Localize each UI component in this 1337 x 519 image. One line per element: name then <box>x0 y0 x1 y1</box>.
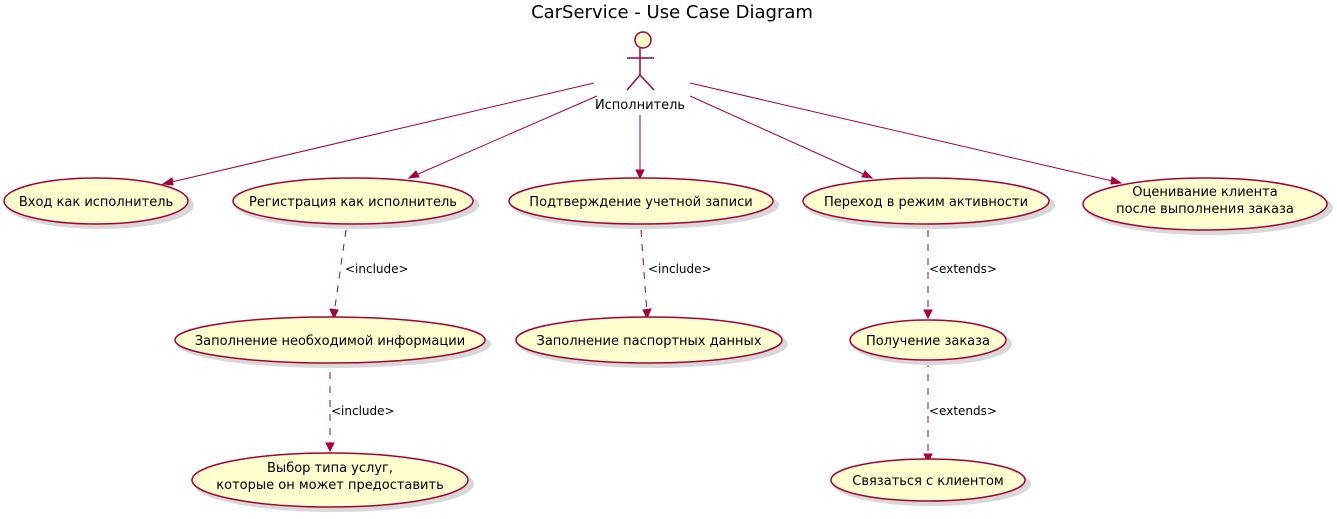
dep-fill-service-label: <include> <box>331 404 395 418</box>
usecase-rate-label-line1: Оценивание клиента <box>1132 185 1277 200</box>
usecase-service-label-line1: Выбор типа услуг, <box>267 461 393 476</box>
assoc-activity <box>689 95 873 179</box>
usecase-fill-info-label: Заполнение необходимой информации <box>195 334 465 349</box>
usecase-rate: Оценивание клиента после выполнения зака… <box>1082 177 1333 235</box>
actor-figure <box>626 31 655 91</box>
usecase-activity-label: Переход в режим активности <box>824 195 1028 210</box>
usecase-register-label: Регистрация как исполнитель <box>249 195 457 210</box>
dep-register-fill-label: <include> <box>345 262 409 276</box>
assoc-register <box>408 95 598 179</box>
usecase-service-label-line2: которые он может предоставить <box>216 478 443 493</box>
dep-confirm-passport <box>640 229 648 315</box>
usecase-rate-label-line2: после выполнения заказа <box>1116 202 1294 217</box>
assoc-login <box>162 82 595 185</box>
dep-activity-order-label: <extends> <box>929 262 997 276</box>
dep-register-fill <box>333 229 347 315</box>
usecase-contact: Связаться с клиентом <box>830 458 1031 506</box>
usecase-contact-label: Связаться с клиентом <box>852 474 1004 489</box>
dep-confirm-passport-label: <include> <box>648 262 712 276</box>
usecase-confirm-label: Подтверждение учетной записи <box>529 195 752 210</box>
diagram-title: CarService - Use Case Diagram <box>531 2 813 23</box>
dep-order-contact-label: <extends> <box>929 404 997 418</box>
usecase-get-order-label: Получение заказа <box>866 334 990 349</box>
usecase-login: Вход как исполнитель <box>3 177 194 229</box>
dependencies: <include> <include> <extends> <include> … <box>325 229 997 464</box>
usecase-get-order: Получение заказа <box>849 319 1012 365</box>
usecase-fill-info: Заполнение необходимой информации <box>174 316 491 368</box>
usecase-register: Регистрация как исполнитель <box>232 177 479 229</box>
usecase-activity: Переход в режим активности <box>802 177 1055 229</box>
assoc-rate <box>689 82 1122 184</box>
usecase-service: Выбор типа услуг, которые он может предо… <box>191 452 474 512</box>
usecase-login-label: Вход как исполнитель <box>19 195 173 210</box>
usecase-passport: Заполнение паспортных данных <box>515 316 788 368</box>
associations <box>161 82 1123 186</box>
actor-label: Исполнитель <box>595 98 685 113</box>
usecase-passport-label: Заполнение паспортных данных <box>536 334 761 349</box>
usecase-confirm: Подтверждение учетной записи <box>508 177 779 229</box>
